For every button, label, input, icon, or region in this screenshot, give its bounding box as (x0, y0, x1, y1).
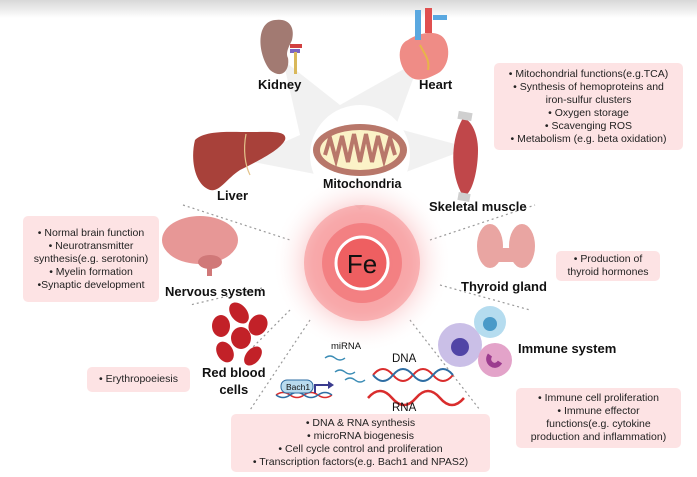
erythropoiesis-box: • Erythropoeiesis (87, 367, 190, 392)
box-line: • microRNA biogenesis (307, 430, 414, 442)
nervous-functions-box: • Normal brain function • Neurotransmitt… (23, 216, 159, 302)
mirna-label: miRNA (331, 341, 362, 352)
liver-label: Liver (217, 188, 249, 203)
connector-liver (182, 204, 291, 241)
connector-lines (182, 204, 536, 411)
box-line: production and inflammation) (530, 431, 667, 443)
heart-label: Heart (419, 77, 453, 92)
dna-label: DNA (392, 353, 417, 365)
connector-nervous (189, 287, 263, 306)
immune-cells-icon (438, 306, 512, 377)
mitochondria-icon (313, 124, 407, 176)
box-line: • Oxygen storage (548, 106, 629, 119)
top-fade (0, 0, 697, 18)
box-line: • Immune effector (557, 405, 640, 417)
fe-core (334, 235, 390, 291)
box-line: • Metabolism (e.g. beta oxidation) (510, 132, 667, 145)
connector-nucleic-right (409, 319, 481, 411)
box-line: • Synthesis of hemoproteins and (513, 80, 664, 93)
thyroid-functions-box: • Production of thyroid hormones (556, 251, 660, 281)
immune-system-label: Immune system (518, 341, 617, 356)
connector-thyroid (439, 284, 531, 311)
dna-icon (372, 368, 454, 382)
box-line: • Immune cell proliferation (538, 392, 659, 404)
box-line: synthesis(e.g. serotonin) (33, 252, 149, 265)
brain-icon (162, 216, 238, 276)
box-line: • Normal brain function (37, 226, 145, 239)
box-line: • Transcription factors(e.g. Bach1 and N… (252, 456, 469, 468)
box-line: iron-sulfur clusters (545, 93, 632, 106)
immune-functions-box: • Immune cell proliferation • Immune eff… (516, 388, 681, 448)
box-line: •Synaptic development (37, 278, 145, 291)
skeletal-muscle-icon (453, 110, 478, 202)
rna-icon (367, 389, 465, 407)
red-blood-cells-label: Red blood cells (202, 364, 266, 398)
rna-label: RNA (392, 402, 417, 414)
red-blood-cells-icon (212, 302, 268, 366)
nucleic-acid-functions-box: • DNA & RNA synthesis • microRNA biogene… (231, 414, 490, 472)
skeletal-muscle-label: Skeletal muscle (429, 199, 527, 214)
box-line: thyroid hormones (567, 266, 649, 278)
mitochondria-functions-box: • Mitochondrial functions(e.g.TCA) • Syn… (494, 63, 683, 150)
thyroid-gland-label: Thyroid gland (461, 279, 547, 294)
liver-icon (193, 131, 286, 191)
box-line: • Erythropoeiesis (99, 373, 178, 385)
mitochondria-label: Mitochondria (323, 177, 402, 191)
thyroid-icon (477, 224, 535, 268)
rbc-label-line1: Red blood (202, 365, 266, 380)
box-line: • Neurotransmitter (48, 239, 134, 252)
fe-label: Fe (346, 249, 378, 279)
kidney-icon (260, 19, 302, 75)
kidney-label: Kidney (258, 77, 302, 92)
box-line: • Scavenging ROS (544, 119, 633, 132)
box-line: • Production of (573, 253, 643, 265)
box-line: • DNA & RNA synthesis (305, 417, 416, 429)
nervous-system-label: Nervous system (165, 284, 266, 299)
mirna-icon (324, 355, 366, 383)
bach1-label: Bach1 (286, 382, 311, 392)
bach1-icon (275, 379, 334, 399)
box-line: • Cell cycle control and proliferation (278, 443, 443, 455)
box-line: functions(e.g. cytokine (546, 418, 651, 430)
rbc-label-line2: cells (219, 382, 249, 397)
heart-icon (399, 8, 449, 80)
connector-nucleic-left (249, 319, 311, 411)
box-line: • Myelin formation (49, 265, 133, 278)
box-line: • Mitochondrial functions(e.g.TCA) (508, 67, 669, 80)
connector-muscle (429, 204, 536, 241)
